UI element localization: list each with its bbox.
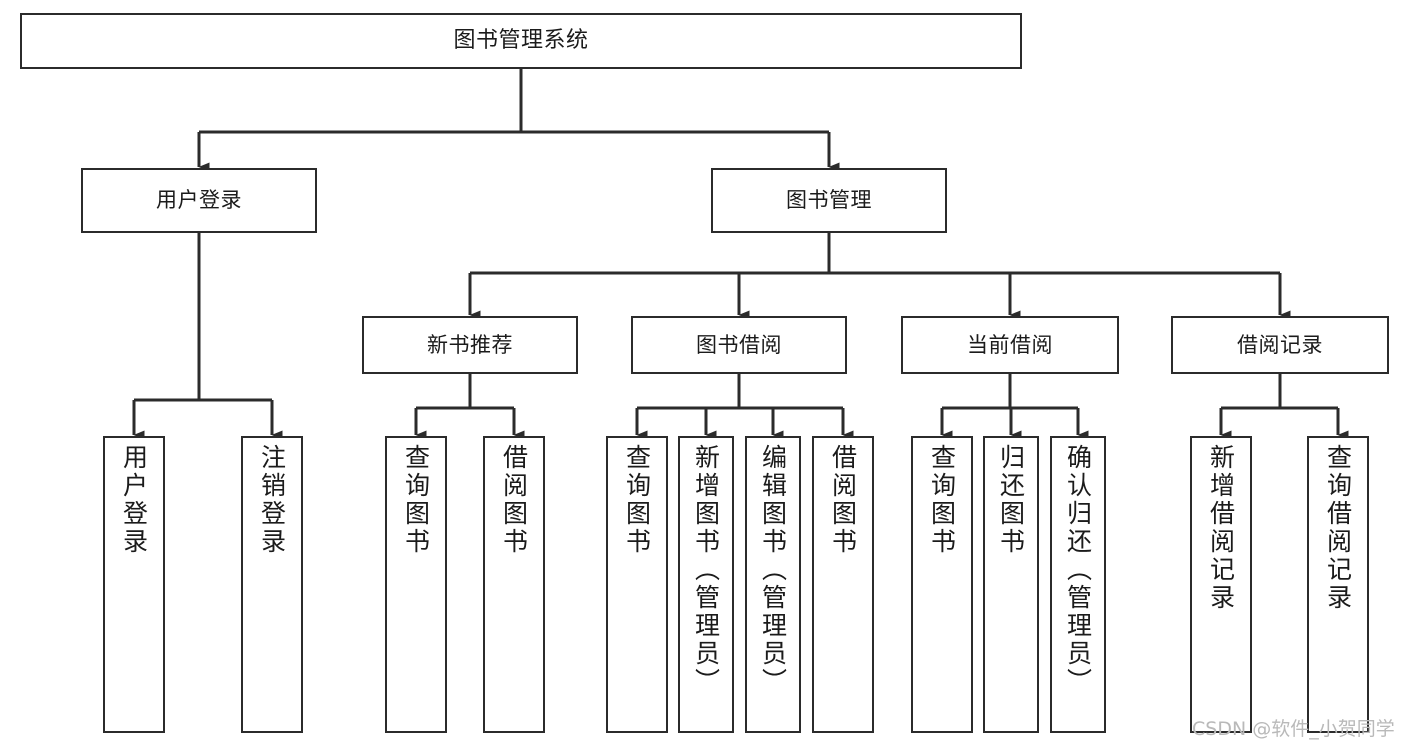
node-book-management-label: 图书管理 [786,188,872,213]
node-root-label: 图书管理系统 [453,28,589,54]
leaf-edit-book-admin-label: 编辑图书（管理员） [758,444,788,696]
leaf-borrow-book-rec[interactable]: 借阅图书 [483,436,545,733]
node-user-login[interactable]: 用户登录 [81,168,317,233]
leaf-borrow-book[interactable]: 借阅图书 [812,436,874,733]
leaf-confirm-return-admin-label: 确认归还（管理员） [1063,444,1093,696]
leaf-query-book-rec-label: 查询图书 [401,444,431,556]
node-borrow-record[interactable]: 借阅记录 [1171,316,1389,374]
node-book-borrow-label: 图书借阅 [696,332,782,357]
leaf-return-book[interactable]: 归还图书 [983,436,1039,733]
node-borrow-record-label: 借阅记录 [1237,332,1323,357]
node-new-book-recommend[interactable]: 新书推荐 [362,316,578,374]
node-new-book-recommend-label: 新书推荐 [427,332,513,357]
node-root[interactable]: 图书管理系统 [20,13,1022,69]
leaf-query-book-rec[interactable]: 查询图书 [385,436,447,733]
leaf-edit-book-admin[interactable]: 编辑图书（管理员） [745,436,801,733]
leaf-borrow-book-rec-label: 借阅图书 [499,444,529,556]
leaf-query-book-current[interactable]: 查询图书 [911,436,973,733]
leaf-query-book-current-label: 查询图书 [927,444,957,556]
node-current-borrow-label: 当前借阅 [967,332,1053,357]
leaf-query-book-borrow[interactable]: 查询图书 [606,436,668,733]
leaf-add-borrow-record-label: 新增借阅记录 [1206,444,1236,612]
leaf-user-login[interactable]: 用户登录 [103,436,165,733]
leaf-user-login-label: 用户登录 [119,444,149,556]
leaf-return-book-label: 归还图书 [996,444,1026,556]
leaf-query-borrow-record[interactable]: 查询借阅记录 [1307,436,1369,733]
node-book-management[interactable]: 图书管理 [711,168,947,233]
leaf-add-book-admin[interactable]: 新增图书（管理员） [678,436,734,733]
leaf-add-borrow-record[interactable]: 新增借阅记录 [1190,436,1252,733]
leaf-query-borrow-record-label: 查询借阅记录 [1323,444,1353,612]
node-current-borrow[interactable]: 当前借阅 [901,316,1119,374]
node-book-borrow[interactable]: 图书借阅 [631,316,847,374]
leaf-logout-label: 注销登录 [257,444,287,556]
node-user-login-label: 用户登录 [156,188,242,213]
leaf-borrow-book-label: 借阅图书 [828,444,858,556]
connector-lines [132,69,1349,440]
leaf-confirm-return-admin[interactable]: 确认归还（管理员） [1050,436,1106,733]
leaf-add-book-admin-label: 新增图书（管理员） [691,444,721,696]
leaf-logout[interactable]: 注销登录 [241,436,303,733]
leaf-query-book-borrow-label: 查询图书 [622,444,652,556]
